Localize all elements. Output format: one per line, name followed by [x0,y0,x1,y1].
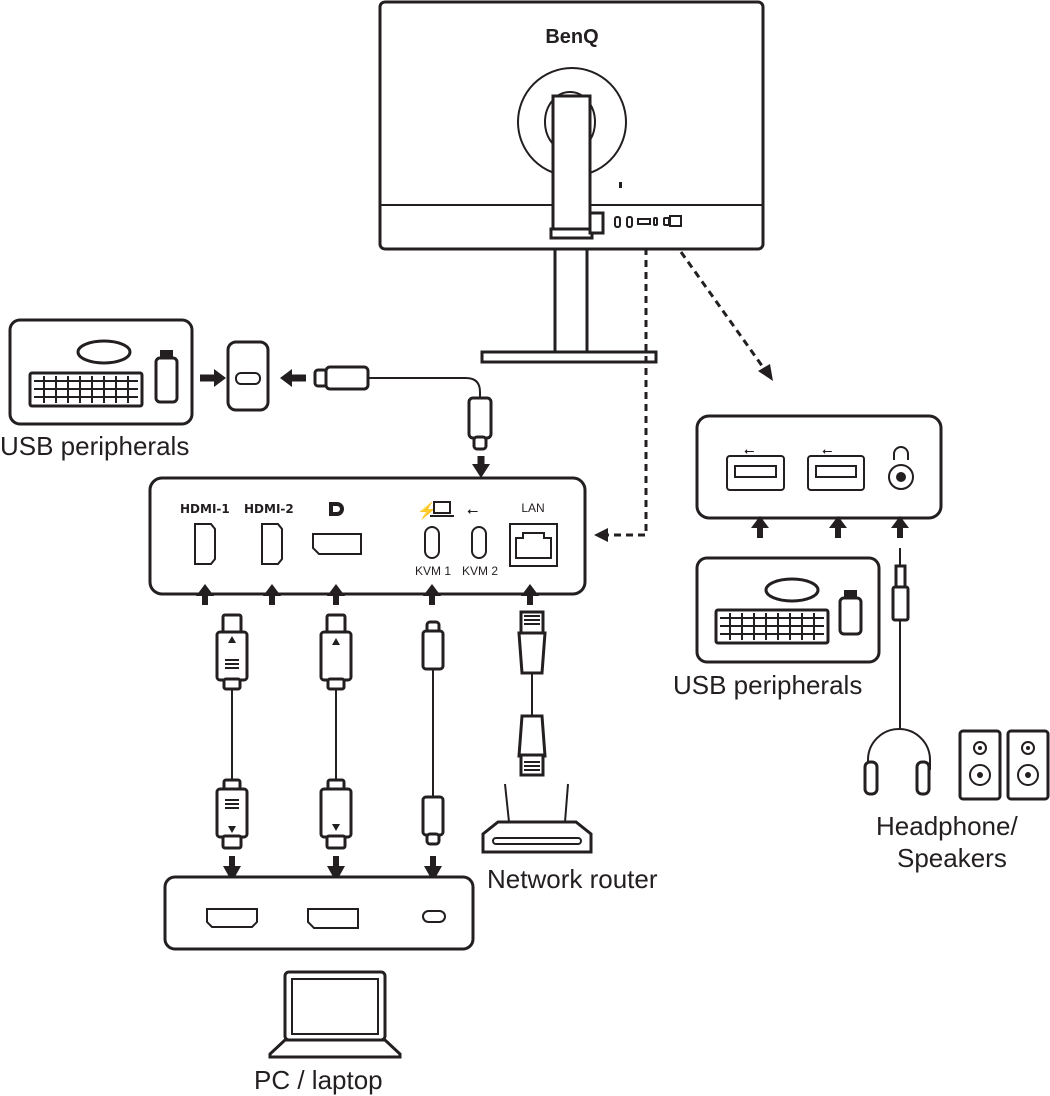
speaker-icon [1006,729,1050,801]
hdmi1-label: HDMI-1 [180,502,230,516]
audio-cable [891,548,910,728]
usb-c-cable [313,365,493,451]
monitor-rear: BenQ [378,0,765,364]
usb-symbol-icon: ⭠ [744,443,754,458]
usb-c-port-icon [471,526,487,559]
arrows-into-panel [196,584,539,605]
hdmi-cable [215,613,249,850]
usb-symbol-icon: ⭠ [467,502,478,518]
usb-peripherals-label: USB peripherals [0,431,189,461]
hdmi-port-icon [194,523,216,565]
speaker-icon [958,729,1002,801]
keyboard-icon [714,608,830,645]
usb-peripherals-left [8,318,194,426]
audio-jack-icon [888,464,914,490]
laptop-small-icon [433,501,451,514]
usb-c-port-icon [424,526,440,559]
lan-connector-callout [602,248,648,537]
usb-c-port-icon [235,372,261,385]
hdmi-port-icon [261,523,283,565]
usb-c-cable [421,620,445,846]
pc-ports-panel [163,875,475,951]
headphone-icon [863,728,931,796]
usb-symbol-icon: ⭠ [822,443,832,458]
lan-label: LAN [521,501,544,515]
arrow-icon [594,528,608,542]
arrow-icon [280,369,292,387]
displayport-icon [312,533,362,555]
monitor-rear-ports-panel: ⭠ ⭠ [695,414,943,520]
speakers-label: Speakers [897,843,1007,873]
displayport-icon [307,908,359,929]
usb-c-port-icon [422,910,446,923]
usb-peripherals-label: USB peripherals [673,670,862,700]
mouse-icon [76,339,132,365]
usb-c-hub [226,340,270,412]
kvm1-label: KVM 1 [415,564,451,578]
arrows-into-rear-ports [751,516,909,538]
router-icon [481,783,593,854]
kvm2-label: KVM 2 [462,564,498,578]
displayport-cable [319,613,353,850]
pc-laptop-label: PC / laptop [254,1065,383,1095]
hdmi2-label: HDMI-2 [244,502,294,516]
rear-ports-callout [679,251,767,371]
arrow-icon [758,364,773,381]
headphone-small-icon [893,446,909,460]
usb-peripherals-right [695,556,881,664]
mouse-icon [764,577,820,603]
displayport-logo-icon [329,502,344,516]
network-router-label: Network router [487,864,658,894]
lan-cable [517,610,547,777]
laptop-icon [268,970,402,1059]
hdmi-port-icon [206,908,258,928]
usb-a-port-icon [726,455,785,491]
usb-dongle-icon [154,356,179,404]
arrows-into-pc [223,856,442,882]
usb-a-port-icon [807,455,865,491]
headphone-label: Headphone/ [876,811,1018,841]
benq-logo: BenQ [545,26,598,48]
keyboard-icon [28,371,144,408]
usb-dongle-icon [838,596,863,636]
monitor-ports [614,215,682,228]
lan-port-icon [509,523,558,567]
port-panel: HDMI-1 HDMI-2 ⚡ ⭠ LAN KVM 1 KVM 2 [148,476,587,596]
